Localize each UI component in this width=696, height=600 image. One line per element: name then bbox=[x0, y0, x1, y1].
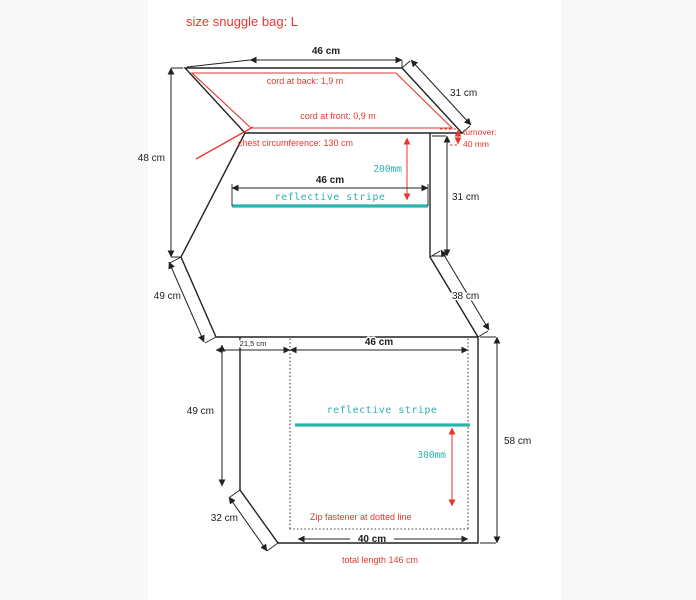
stripe-offset-200-label: 200mm bbox=[373, 164, 402, 175]
upper-left-edge bbox=[180, 132, 246, 338]
dimension-lines bbox=[167, 56, 501, 552]
stripe-offset-300-label: 300mm bbox=[417, 450, 446, 461]
cord-back-outline bbox=[190, 72, 454, 129]
zip-fastener-label: Zip fastener at dotted line bbox=[310, 512, 412, 522]
dimension-witness-lines bbox=[169, 59, 496, 552]
dim-step-label: 21,5 cm bbox=[240, 339, 267, 348]
cord-front-label: cord at front: 0,9 m bbox=[300, 111, 376, 121]
dim-chest-width-label: 46 cm bbox=[316, 175, 344, 186]
page-title: size snuggle bag: L bbox=[186, 14, 298, 29]
dim-lower-left-slant-label: 32 cm bbox=[211, 513, 238, 524]
dim-lower-left-height-label: 49 cm bbox=[187, 406, 214, 417]
dim-left-slant-label: 49 cm bbox=[154, 291, 181, 302]
dim-left-height-label: 48 cm bbox=[138, 153, 165, 164]
cord-back-label: cord at back: 1,9 m bbox=[267, 76, 344, 86]
dim-left-slant-line bbox=[168, 261, 205, 343]
upper-right-edge bbox=[429, 133, 479, 338]
turnover-leader-dashes bbox=[440, 128, 457, 146]
chest-circumference-label: chest circumference: 130 cm bbox=[238, 138, 353, 148]
dim-lower-top-width-label: 46 cm bbox=[365, 337, 393, 348]
reflective-stripes bbox=[232, 204, 470, 427]
left-margin-band bbox=[0, 0, 148, 600]
dim-lower-right-height-label: 58 cm bbox=[504, 436, 531, 447]
upper-reflective-stripe-label: reflective stripe bbox=[275, 192, 386, 203]
zip-dotted-line bbox=[289, 338, 469, 530]
cord-slash-line bbox=[195, 126, 254, 160]
turnover-label-line2: 40 mm bbox=[463, 139, 489, 149]
dim-right-height-label: 31 cm bbox=[452, 192, 479, 203]
dim-top-width-label: 46 cm bbox=[312, 46, 340, 57]
lower-panel-shape bbox=[216, 336, 479, 544]
dim-right-slant-label: 38 cm bbox=[452, 291, 479, 302]
dim-bottom-width-label: 40 cm bbox=[358, 534, 386, 545]
dim-lower-left-slant-line bbox=[228, 496, 268, 552]
lower-reflective-stripe-label: reflective stripe bbox=[327, 405, 438, 416]
dim-flap-side-label: 31 cm bbox=[450, 88, 477, 99]
witness-ticks bbox=[169, 59, 496, 552]
dim-right-slant-line bbox=[440, 249, 490, 331]
right-margin-band bbox=[561, 0, 696, 600]
dim-flap-side-line bbox=[410, 59, 472, 126]
total-length-label: total length 146 cm bbox=[342, 555, 418, 565]
turnover-label-line1: turnover: bbox=[463, 127, 497, 137]
